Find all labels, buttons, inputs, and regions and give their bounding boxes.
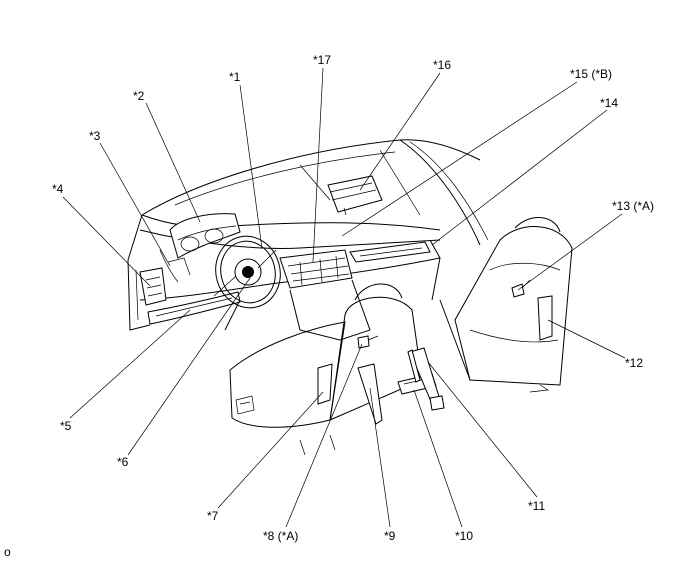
leader-lines xyxy=(62,67,626,528)
callout-labels: *1 *2 *3 *4 *5 *6 *7 *8 (*A) *9 *10 *11 … xyxy=(52,53,654,543)
leader-7 xyxy=(217,391,324,509)
leader-2 xyxy=(145,102,201,223)
callout-17: *17 xyxy=(313,53,331,67)
callout-2: *2 xyxy=(133,89,145,103)
leader-4 xyxy=(62,196,151,287)
leader-9 xyxy=(369,387,391,528)
leader-11 xyxy=(427,361,538,498)
callout-10: *10 xyxy=(455,529,473,543)
leader-5 xyxy=(69,309,191,419)
callout-9: *9 xyxy=(384,529,396,543)
callout-11: *11 xyxy=(528,499,545,513)
leader-6 xyxy=(127,277,251,456)
callout-3: *3 xyxy=(89,129,101,143)
callout-13: *13 (*A) xyxy=(612,199,654,213)
leader-10 xyxy=(413,389,463,528)
callout-7: *7 xyxy=(207,509,219,523)
leader-3 xyxy=(99,142,171,267)
leader-13 xyxy=(517,213,623,291)
callout-6: *6 xyxy=(117,455,129,469)
callout-8: *8 (*A) xyxy=(263,529,298,543)
leader-12 xyxy=(547,319,626,359)
callout-4: *4 xyxy=(52,182,64,196)
leader-15 xyxy=(341,81,578,237)
callout-5: *5 xyxy=(60,419,72,433)
leader-8 xyxy=(285,343,363,528)
callout-1: *1 xyxy=(229,70,241,84)
callout-16: *16 xyxy=(433,58,451,72)
callout-15: *15 (*B) xyxy=(570,67,612,81)
callout-12: *12 xyxy=(625,356,643,370)
corner-mark: o xyxy=(4,545,11,559)
leader-16 xyxy=(359,72,441,191)
leader-14 xyxy=(431,109,608,246)
leader-17 xyxy=(312,67,324,263)
callout-14: *14 xyxy=(600,96,618,110)
leader-1 xyxy=(239,84,263,249)
dashboard-drawing xyxy=(127,139,573,456)
